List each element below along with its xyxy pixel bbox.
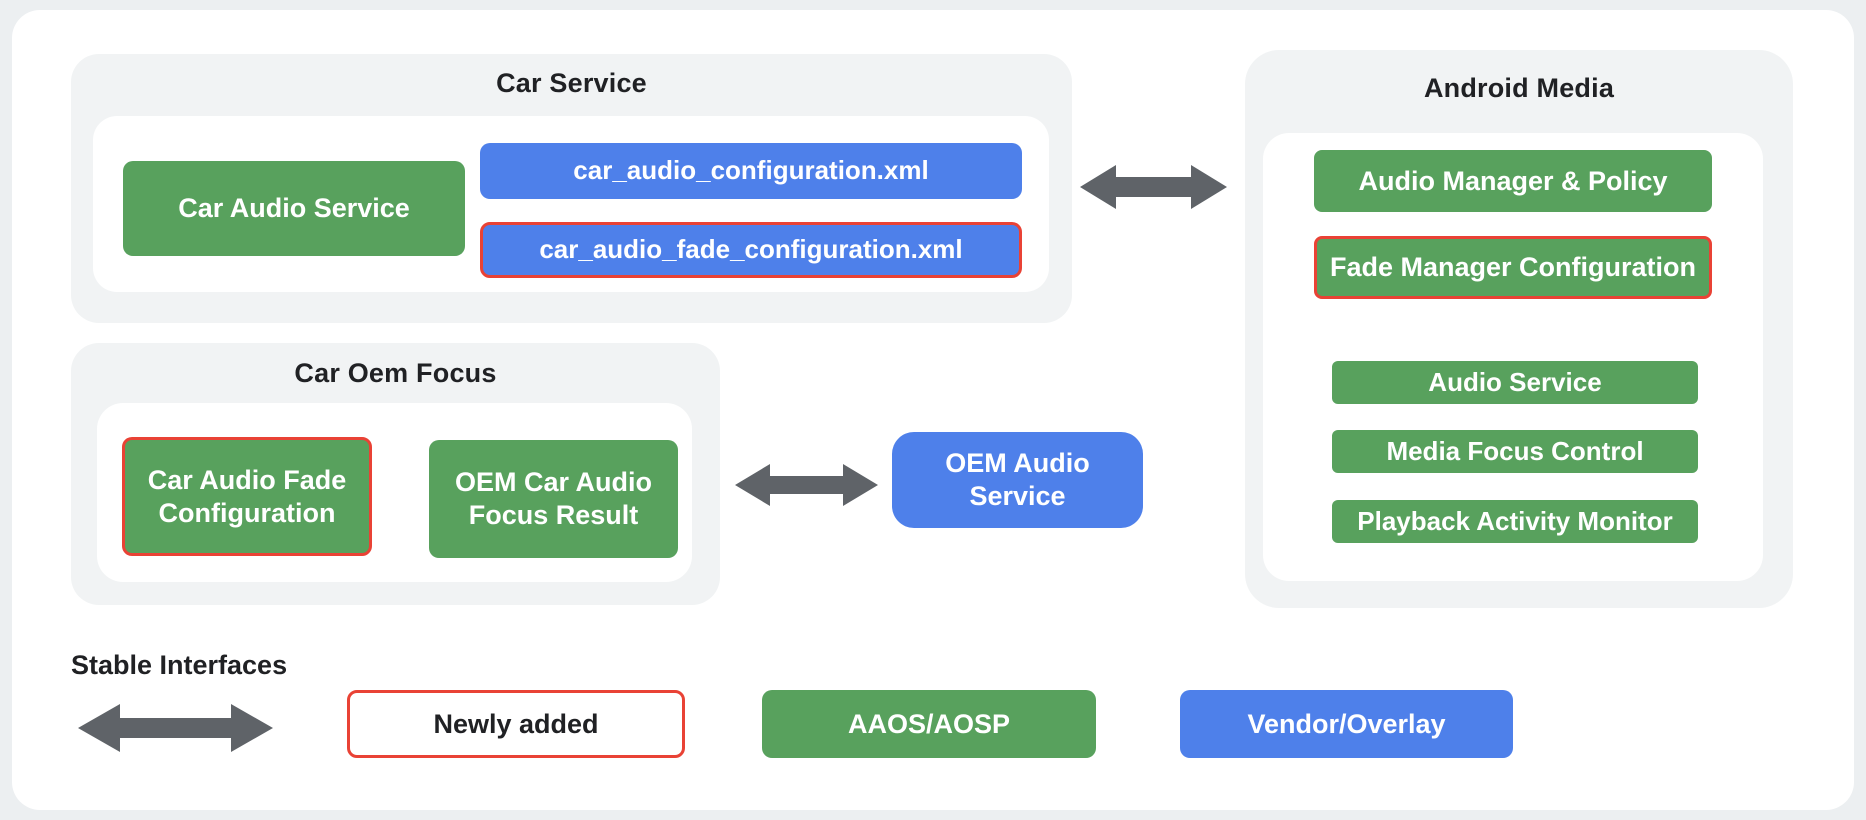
car-oem-focus-oem-audio-service-arrow-icon (735, 464, 878, 506)
android-media-title: Android Media (1423, 73, 1615, 103)
car-audio-service-node: Car Audio Service (123, 161, 465, 256)
legend-vendor-overlay: Vendor/Overlay (1180, 690, 1513, 758)
legend-aaos-aosp: AAOS/AOSP (762, 690, 1096, 758)
oem-car-audio-focus-result-node: OEM Car Audio Focus Result (429, 440, 678, 558)
car-service-android-media-arrow-icon (1080, 165, 1227, 209)
oem-audio-service-node: OEM Audio Service (892, 432, 1143, 528)
fade-manager-configuration-node: Fade Manager Configuration (1314, 236, 1712, 299)
stable-interfaces-arrow-icon (78, 704, 273, 752)
car-oem-focus-title: Car Oem Focus (294, 358, 497, 388)
audio-manager-policy-node: Audio Manager & Policy (1314, 150, 1712, 212)
car-service-title: Car Service (496, 68, 647, 98)
audio-service-node: Audio Service (1332, 361, 1698, 404)
android-media-inner-panel: Audio Manager & Policy Fade Manager Conf… (1263, 133, 1763, 581)
playback-activity-monitor-node: Playback Activity Monitor (1332, 500, 1698, 543)
car-service-group: Car Service Car Audio Service car_audio_… (71, 54, 1072, 323)
car-oem-focus-inner-panel: Car Audio Fade Configuration OEM Car Aud… (97, 403, 692, 582)
legend-newly-added: Newly added (347, 690, 685, 758)
car-service-inner-panel: Car Audio Service car_audio_configuratio… (93, 116, 1049, 292)
car-audio-configuration-xml-node: car_audio_configuration.xml (480, 143, 1022, 199)
android-media-group: Android Media Audio Manager & Policy Fad… (1245, 50, 1793, 608)
car-oem-focus-group: Car Oem Focus Car Audio Fade Configurati… (71, 343, 720, 605)
car-audio-fade-configuration-xml-node: car_audio_fade_configuration.xml (480, 222, 1022, 278)
stable-interfaces-label: Stable Interfaces (71, 650, 288, 680)
media-focus-control-node: Media Focus Control (1332, 430, 1698, 473)
car-audio-fade-configuration-node: Car Audio Fade Configuration (122, 437, 372, 556)
